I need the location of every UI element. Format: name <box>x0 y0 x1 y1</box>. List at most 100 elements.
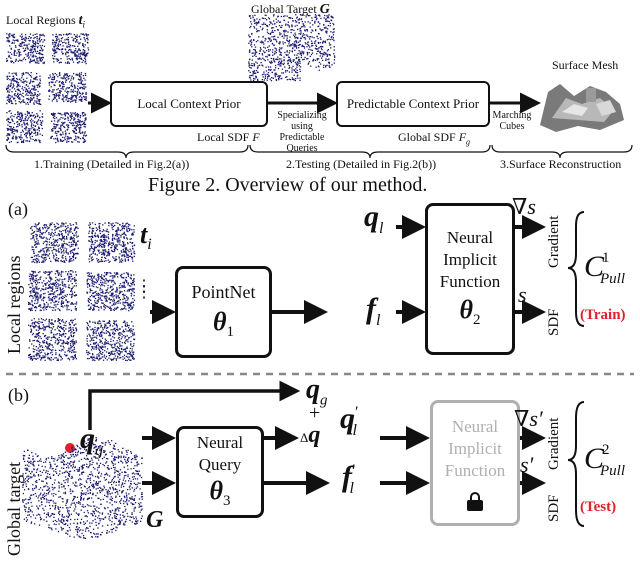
cloud-point <box>76 97 78 99</box>
cloud-point <box>38 350 40 352</box>
cloud-point <box>32 295 34 297</box>
cloud-point <box>326 32 328 34</box>
cloud-point <box>106 254 109 256</box>
cloud-point <box>58 238 61 240</box>
cloud-point <box>34 309 37 312</box>
cloud-point <box>109 352 111 354</box>
cloud-point <box>6 37 8 39</box>
cloud-point <box>82 83 84 86</box>
cloud-point <box>298 44 301 46</box>
cloud-point <box>124 302 126 304</box>
cloud-point <box>310 65 312 67</box>
cloud-point <box>75 101 77 103</box>
cloud-point <box>306 35 309 37</box>
cloud-point <box>57 318 59 320</box>
cloud-point <box>39 335 41 338</box>
cloud-point <box>68 347 70 349</box>
cloud-point <box>42 120 44 122</box>
cloud-point <box>28 347 30 349</box>
cloud-point <box>76 253 78 255</box>
cloud-point <box>24 132 27 134</box>
cloud-point <box>264 59 266 62</box>
cloud-point <box>59 127 62 129</box>
cloud-point <box>129 328 131 331</box>
cloud-point <box>38 37 41 40</box>
cloud-point <box>53 284 55 286</box>
cloud-point <box>125 251 127 253</box>
cloud-point <box>284 35 286 37</box>
cloud-point <box>29 278 31 280</box>
cloud-point <box>128 310 130 312</box>
cloud-point <box>124 258 126 260</box>
cloud-point <box>108 238 110 240</box>
cloud-point <box>82 141 85 143</box>
cloud-point <box>78 131 80 133</box>
cloud-point <box>96 356 98 358</box>
cloud-point <box>99 322 102 325</box>
cloud-point <box>118 336 120 339</box>
cloud-point <box>118 238 120 240</box>
cloud-point <box>31 285 34 287</box>
cloud-point <box>66 74 68 76</box>
cloud-point <box>125 299 127 302</box>
cloud-point <box>36 260 39 263</box>
cloud-point <box>34 306 36 309</box>
cloud-point <box>57 258 60 260</box>
cloud-point <box>70 309 73 312</box>
cloud-point <box>256 30 258 32</box>
cloud-point <box>115 290 117 292</box>
cloud-point <box>115 256 117 258</box>
cloud-point <box>133 231 135 233</box>
cloud-point <box>58 112 61 115</box>
cloud-point <box>79 87 81 89</box>
cloud-point <box>255 76 257 78</box>
cloud-point <box>25 40 27 42</box>
cloud-point <box>67 253 69 255</box>
cloud-point <box>28 56 30 58</box>
cloud-point <box>102 234 105 236</box>
cloud-point <box>67 93 69 95</box>
cloud-point <box>288 71 291 73</box>
cloud-point <box>60 252 63 254</box>
stage2-brace <box>249 144 491 159</box>
cloud-point <box>83 112 85 114</box>
cloud-point <box>85 119 87 121</box>
cloud-point <box>76 74 78 76</box>
cloud-point <box>103 235 105 238</box>
cloud-point <box>124 233 126 236</box>
cloud-point <box>70 250 72 252</box>
cloud-point <box>91 256 93 258</box>
cloud-point <box>51 128 54 130</box>
cloud-point <box>37 240 39 242</box>
cloud-point <box>52 349 54 351</box>
cloud-point <box>98 309 100 311</box>
cloud-point <box>65 54 67 56</box>
cloud-point <box>119 328 121 330</box>
cloud-point <box>69 256 71 258</box>
cloud-point <box>131 321 133 323</box>
cloud-point <box>58 272 60 274</box>
cloud-point <box>40 57 43 59</box>
cloud-point <box>71 341 73 343</box>
cloud-point <box>98 283 100 286</box>
cloud-point <box>54 48 56 50</box>
cloud-point <box>131 256 134 259</box>
cloud-point <box>71 96 73 98</box>
cloud-point <box>313 37 315 39</box>
cloud-point <box>38 102 40 104</box>
cloud-point <box>66 301 69 304</box>
cloud-point <box>64 130 66 132</box>
cloud-point <box>256 71 259 73</box>
cloud-point <box>77 113 80 116</box>
cloud-point <box>32 138 34 141</box>
cloud-point <box>65 271 67 273</box>
cloud-point <box>44 307 46 309</box>
cloud-point <box>38 349 40 351</box>
cloud-point <box>17 115 19 117</box>
cloud-point <box>68 232 70 234</box>
cloud-point <box>268 54 271 57</box>
cloud-point <box>72 232 74 234</box>
cloud-point <box>40 121 42 123</box>
cloud-point <box>254 14 256 16</box>
cloud-point <box>30 276 33 278</box>
